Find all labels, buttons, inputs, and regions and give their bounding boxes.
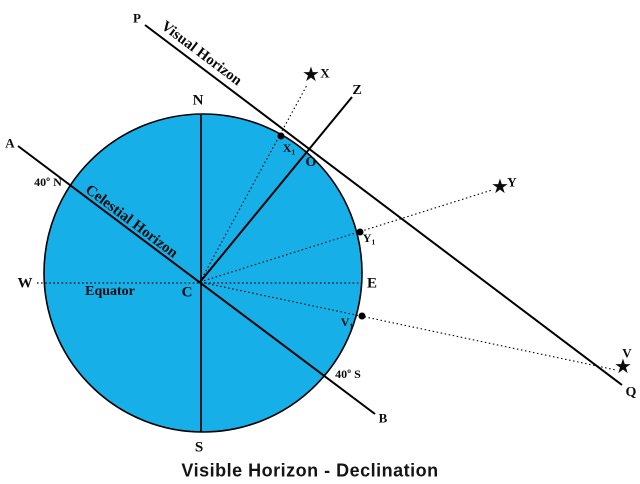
declination-ray-v (199, 281, 617, 371)
point-v1 (358, 312, 366, 320)
earth-sphere (43, 113, 363, 433)
visual-horizon-line (144, 24, 623, 386)
point-y1 (356, 228, 364, 236)
declination-ray-y (199, 189, 493, 283)
diagram-title: Visible Horizon - Declination (181, 460, 439, 481)
zenith-line (199, 96, 353, 283)
celestial-horizon-line (17, 145, 376, 415)
declination-ray-x (199, 84, 308, 283)
point-x1 (277, 132, 285, 140)
